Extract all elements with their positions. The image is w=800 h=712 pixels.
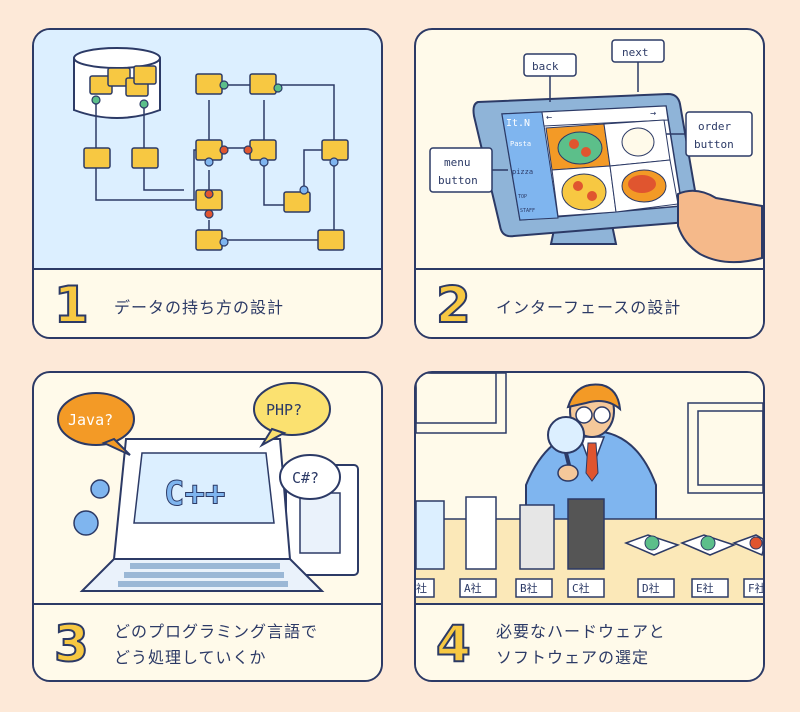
caption-line: どのプログラミング言語で — [114, 622, 319, 641]
panel-programming-language: C++ Java? PHP? C#? 3 どのプログラミング言語で どう処理して… — [32, 371, 383, 682]
caption-area: 3 どのプログラミング言語で どう処理していくか — [34, 603, 381, 680]
panel-caption: どのプログラミング言語で どう処理していくか — [114, 619, 318, 671]
back-label: back — [532, 60, 559, 73]
order-label-2: button — [694, 138, 734, 151]
company-label-d: D社 — [642, 581, 660, 595]
panel-data-design: 1 データの持ち方の設計 — [32, 28, 383, 339]
person-with-magnifier — [525, 383, 657, 524]
menu-item-pizza[interactable]: pizza — [512, 168, 533, 176]
company-label-c: C社 — [572, 581, 590, 595]
hardware-selection-illustration: 社 A社 B社 C社 D社 E社 F社 — [416, 373, 763, 603]
company-label-b: B社 — [520, 581, 538, 595]
tablet-device — [472, 92, 700, 238]
data-flow-illustration — [34, 30, 381, 268]
caption-line: 必要なハードウェアと — [496, 622, 666, 641]
next-arrow-icon[interactable]: → — [650, 108, 656, 119]
caption-line: ソフトウェアの選定 — [496, 648, 650, 667]
menu-item-pasta[interactable]: Pasta — [510, 140, 531, 148]
next-label: next — [622, 46, 649, 59]
panel-caption: 必要なハードウェアと ソフトウェアの選定 — [496, 619, 666, 671]
back-arrow-icon[interactable]: ← — [546, 112, 552, 123]
caption-area: 1 データの持ち方の設計 — [34, 268, 381, 337]
caption-area: 2 インターフェースの設計 — [416, 268, 763, 337]
panel-number: 4 — [435, 615, 472, 673]
menu-item-top[interactable]: TOP — [518, 194, 527, 200]
panel-hardware-software: 社 A社 B社 C社 D社 E社 F社 4 必要なハードウェアと ソフトウェアの… — [414, 371, 765, 682]
tablet-illustration: It.N Pasta pizza TOP STAFF ← → back next… — [429, 39, 763, 264]
panel-number: 2 — [435, 276, 472, 334]
caption-line: どう処理していくか — [114, 648, 267, 667]
menu-label: menu — [444, 156, 471, 169]
company-label: 社 — [416, 581, 427, 595]
company-label-e: E社 — [696, 581, 714, 595]
caption-area: 4 必要なハードウェアと ソフトウェアの選定 — [416, 603, 763, 680]
company-label-a: A社 — [464, 581, 482, 595]
gear-icon — [73, 510, 99, 536]
panel-caption: データの持ち方の設計 — [114, 298, 285, 317]
brand-label: It.N — [506, 118, 530, 129]
company-label-f: F社 — [748, 581, 763, 595]
screen-language: C++ — [164, 474, 225, 514]
gear-icon — [90, 479, 110, 499]
menu-item-staff[interactable]: STAFF — [520, 208, 535, 214]
laptop-illustration: C++ Java? PHP? C#? — [57, 382, 359, 592]
order-label: order — [698, 120, 731, 133]
panel-number: 1 — [53, 276, 90, 334]
csharp-bubble: C#? — [292, 469, 319, 487]
panel-interface-design: It.N Pasta pizza TOP STAFF ← → back next… — [414, 28, 765, 339]
java-bubble: Java? — [68, 411, 113, 429]
hand-icon — [677, 189, 763, 264]
menu-label-2: button — [438, 174, 478, 187]
panel-caption: インターフェースの設計 — [496, 298, 682, 317]
panel-number: 3 — [53, 615, 90, 673]
php-bubble: PHP? — [266, 401, 302, 419]
